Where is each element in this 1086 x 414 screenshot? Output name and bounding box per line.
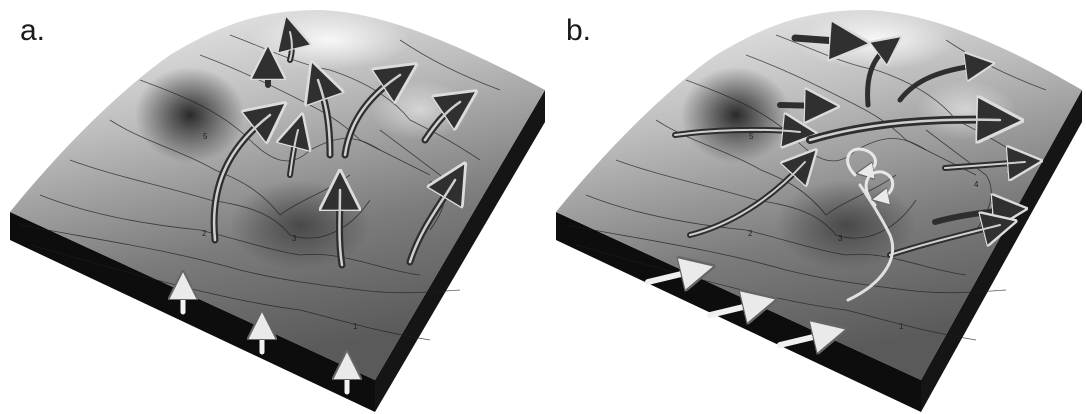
panel-a-valley-shadow [135, 67, 245, 163]
panel-b-contour-label-1: 1 [899, 322, 904, 331]
panel-a-basin-shadow [230, 180, 370, 270]
panel-b-hill-highlight [916, 80, 1016, 140]
panel-b-valley-shadow [681, 67, 791, 163]
panel-a-terrain: 1 2 3 4 5 [10, 10, 545, 412]
panel-b-contour-label-4: 4 [974, 180, 979, 189]
panel-b-arrow [795, 38, 850, 42]
panel-a-contour-label-4: 4 [428, 180, 433, 189]
panel-a-contour-label-1: 1 [353, 322, 358, 331]
panel-b-contour-label-3: 3 [838, 234, 843, 243]
panel-a-contour-label-2: 2 [202, 229, 207, 238]
panel-a-contour-label-5: 5 [203, 132, 208, 141]
panel-b-contour-label-5: 5 [749, 132, 754, 141]
panel-a-ridge-highlight [250, 10, 410, 70]
panel-a-contour-label-3: 3 [292, 234, 297, 243]
panel-b-contour-label-2: 2 [748, 229, 753, 238]
panel-b-arrow [780, 105, 822, 106]
